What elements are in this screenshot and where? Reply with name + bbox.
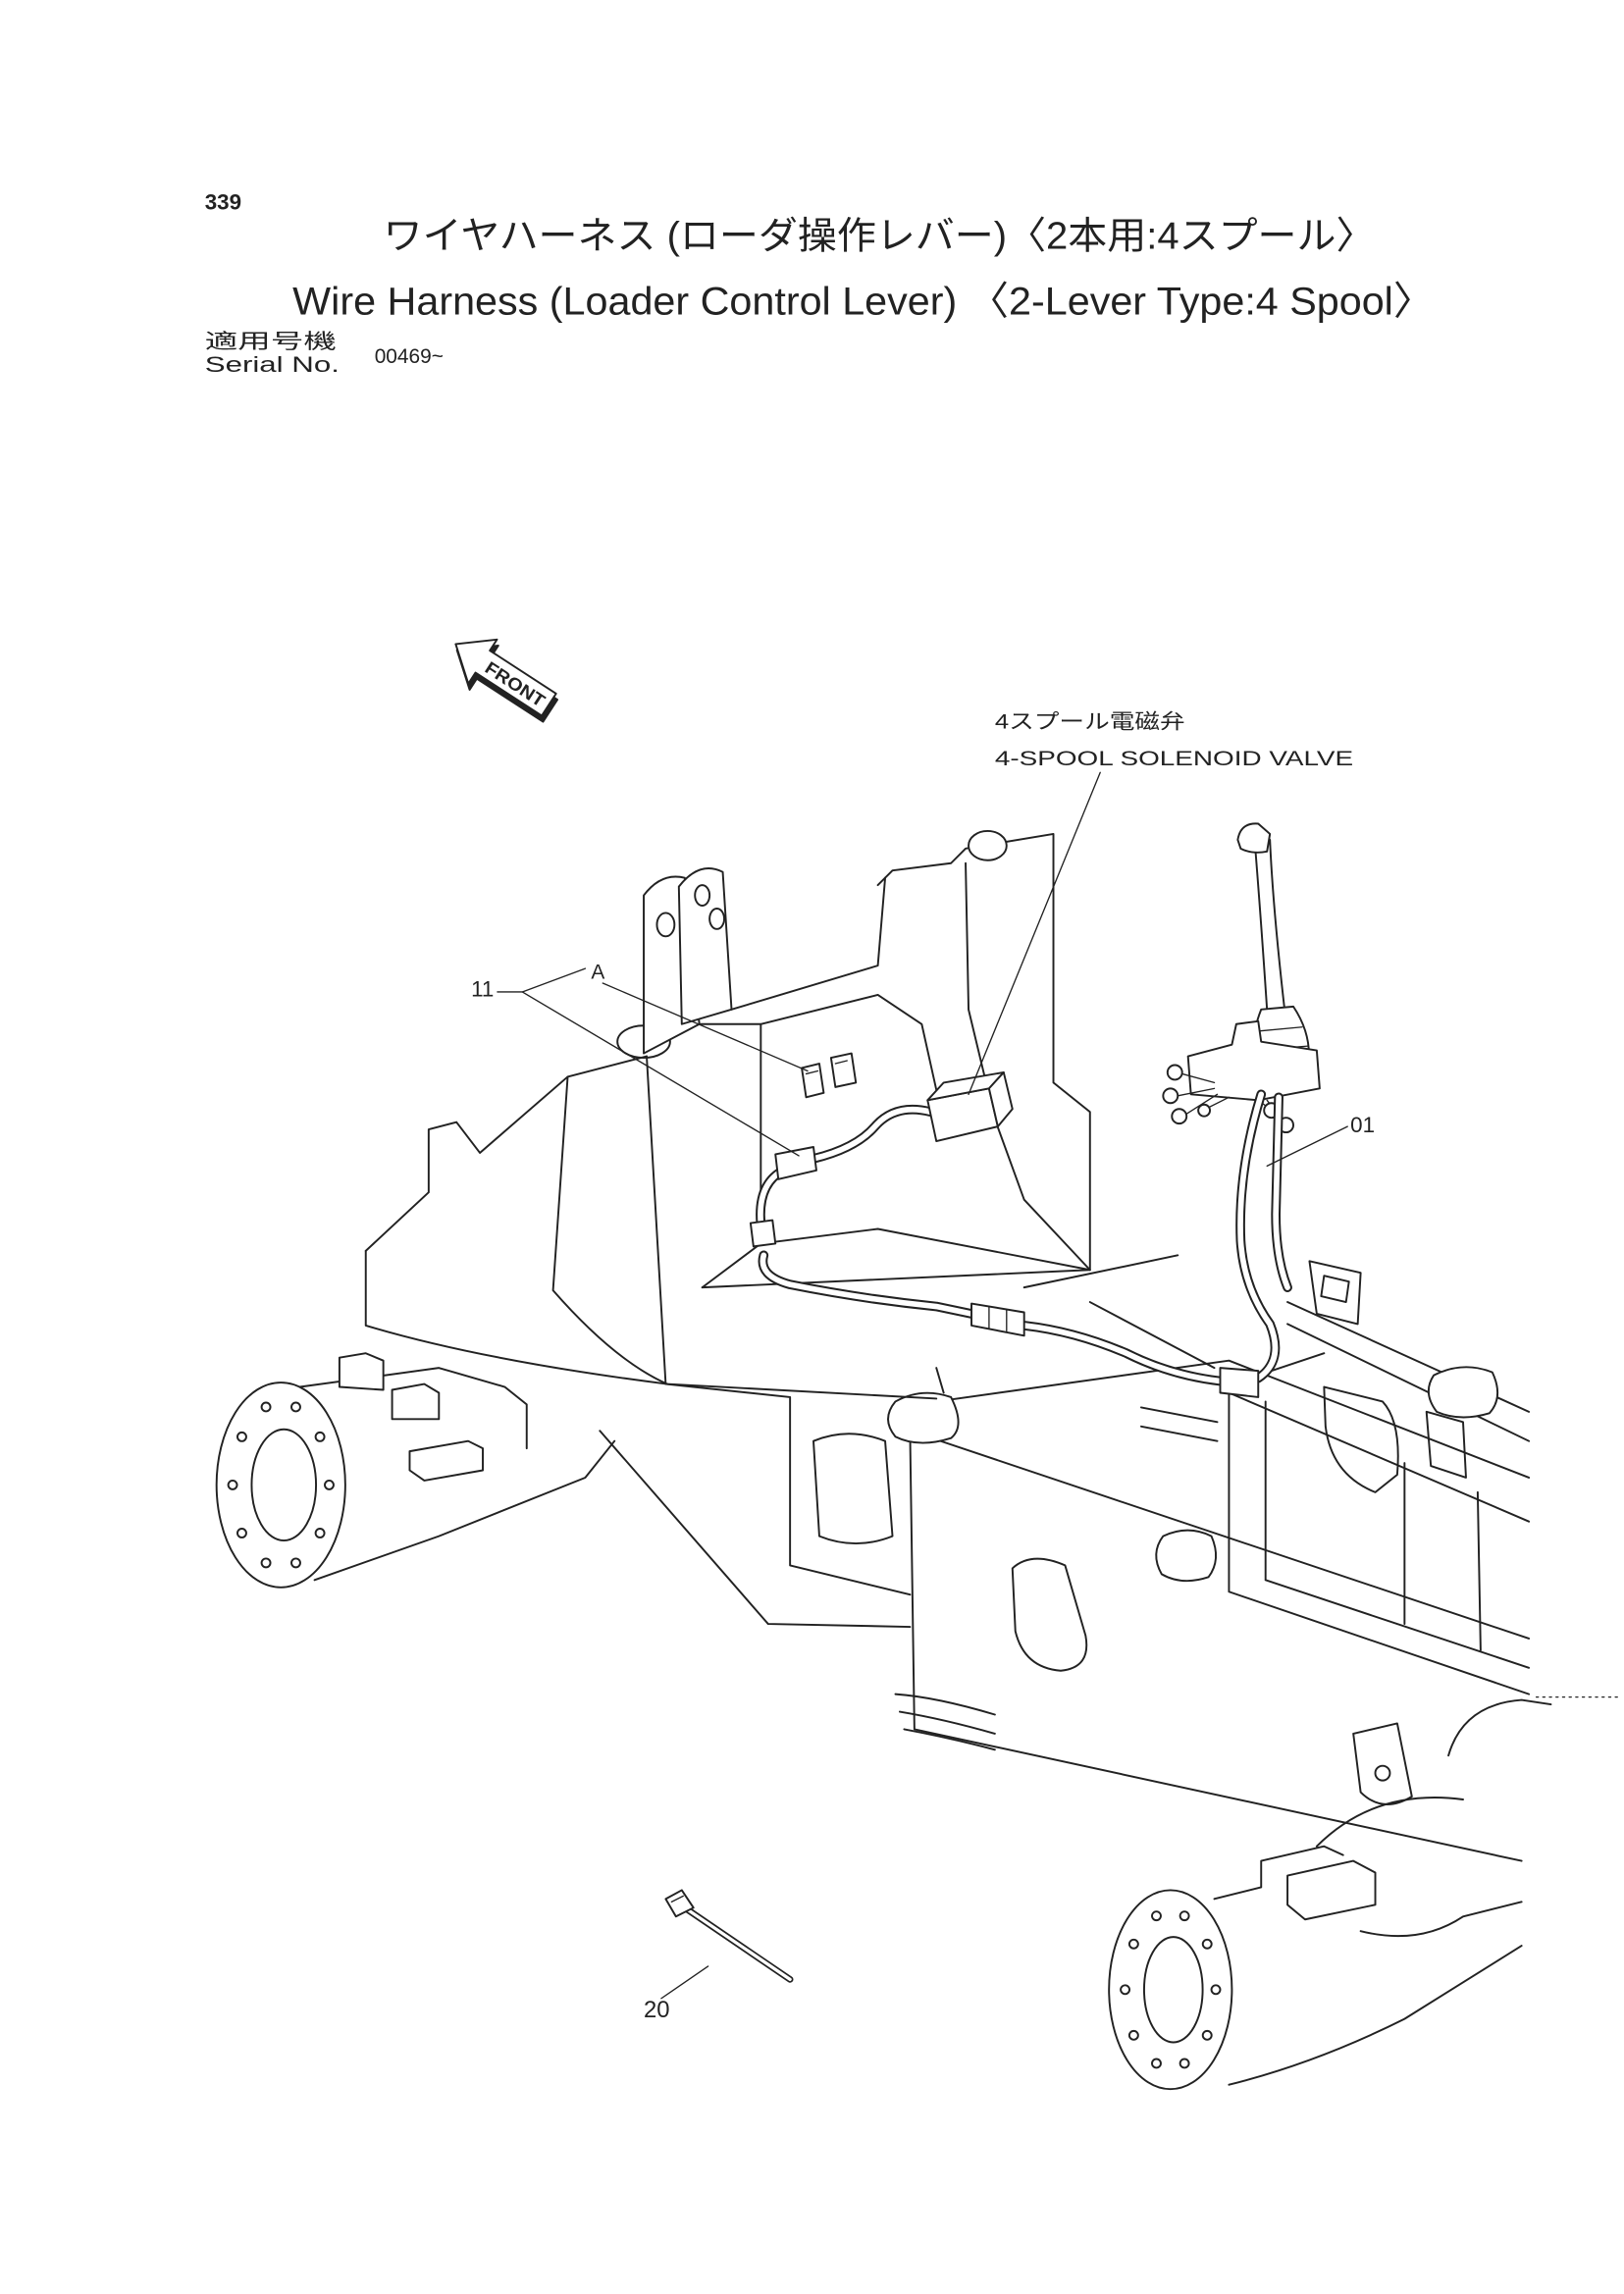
harness-clip <box>935 1367 945 1394</box>
ring-terminal <box>1197 1103 1212 1118</box>
front-frame-front-face <box>551 1055 668 1385</box>
lever-bracket-connector <box>1320 1275 1350 1304</box>
lever-shaft <box>1242 826 1286 1011</box>
rear-frame-rail-hole <box>1323 1385 1399 1493</box>
rear-axle <box>1108 1698 1552 2091</box>
callout-11: 11 <box>471 976 494 1001</box>
leader-20 <box>660 1965 709 2000</box>
harness-connector-3 <box>774 1146 817 1180</box>
rear-frame-side-hole <box>1011 1557 1088 1672</box>
boom-mount-boss <box>968 829 1008 861</box>
stopper-pad-right <box>1427 1366 1498 1419</box>
callout-20: 20 <box>644 1997 670 2023</box>
rear-axle-housing <box>1213 1698 1552 2086</box>
lever-knob <box>1236 822 1272 854</box>
stopper-pad-left <box>887 1391 960 1444</box>
boom-pin-hole-inner-1 <box>694 884 711 907</box>
front-axle-hub <box>250 1428 318 1542</box>
callout-solenoid-valve-ja: 4スプール電磁弁 <box>995 711 1185 734</box>
connector-a-1 <box>801 1063 825 1099</box>
harness-connector-2 <box>1219 1367 1260 1398</box>
connector-a-2 <box>829 1052 858 1088</box>
front-frame <box>364 829 1091 1400</box>
front-axle-block-2 <box>391 1382 441 1421</box>
rear-axle-block <box>1286 1859 1377 1921</box>
rear-frame-small-hole <box>1425 1410 1467 1479</box>
front-frame-lower-outline <box>599 1430 912 1629</box>
title-ja: ワイヤハーネス (ローダ操作レバー)〈2本用:4スプール〉 <box>384 216 1376 258</box>
rear-frame-upper-rails <box>1257 1301 1531 1651</box>
solenoid-valve-side <box>987 1070 1014 1128</box>
front-frame-top-edge <box>364 1055 648 1252</box>
lever-base-plate <box>1186 1019 1321 1102</box>
boom-mount-plate-right-edge <box>965 861 1091 1272</box>
rear-axle-hub <box>1142 1936 1204 2044</box>
rear-axle-flange <box>1108 1889 1233 2091</box>
harness-connector-1-ribs <box>988 1305 1008 1332</box>
harness-lever-outline <box>1240 1094 1275 1378</box>
front-arrow-icon: FRONT <box>454 638 559 723</box>
cable-tie-head <box>664 1889 695 1918</box>
lever-bracket <box>1308 1260 1362 1326</box>
title-en: Wire Harness (Loader Control Lever) 〈2-L… <box>292 280 1434 324</box>
rear-frame-side-plate <box>909 1430 1531 1862</box>
front-axle-block-1 <box>338 1352 385 1391</box>
boom-pin-hole-left <box>655 912 676 938</box>
callout-01: 01 <box>1350 1113 1375 1137</box>
rear-axle-hanger-hole <box>1374 1764 1391 1782</box>
page-number: 339 <box>205 189 241 214</box>
leader-lines <box>497 771 1348 2000</box>
connector-a-tabs <box>805 1060 848 1075</box>
leader-a <box>602 982 809 1072</box>
wire-harness <box>749 1052 1287 1398</box>
front-axle-bolt-holes <box>227 1401 335 1569</box>
cable-tie-head-slot <box>670 1895 684 1903</box>
center-box <box>664 1382 912 1596</box>
front-axle-housing-bottom <box>313 1439 616 1582</box>
serial-label-en: Serial No. <box>205 352 340 377</box>
rear-axle-bolt-holes <box>1120 1910 1222 2069</box>
leader-11-a <box>521 967 587 993</box>
front-frame-floor <box>701 1227 1091 1289</box>
solenoid-valve <box>926 1070 1014 1143</box>
stopper-pad-middle <box>1155 1529 1217 1583</box>
front-axle <box>215 1352 616 1589</box>
front-arrow-body <box>454 638 557 717</box>
rear-frame-ridges <box>894 1693 996 1751</box>
boom-mount-plate-right <box>876 832 1091 1272</box>
serial-number: 00469~ <box>375 345 444 368</box>
front-axle-housing-top <box>298 1367 528 1450</box>
rear-frame-rail <box>1228 1391 1531 1695</box>
serial-label-ja: 適用号機 <box>205 331 337 353</box>
front-axle-flange <box>215 1382 346 1589</box>
boom-pin-hole-inner-2 <box>708 907 726 930</box>
harness-main <box>762 1255 971 1314</box>
rear-axle-hanger <box>1352 1722 1413 1805</box>
loader-control-lever <box>1162 822 1362 1326</box>
cable-tie-strap <box>683 1905 792 1982</box>
ring-terminal <box>1162 1087 1179 1105</box>
front-frame-bottom-edge <box>364 1249 938 1400</box>
boom-mount-plate-inner <box>677 867 733 1025</box>
callout-a: A <box>591 962 604 984</box>
ring-terminal <box>1171 1108 1188 1125</box>
front-axle-block-3 <box>408 1439 484 1482</box>
harness-connector-4 <box>749 1219 777 1248</box>
leader-01 <box>1266 1125 1348 1168</box>
callout-solenoid-valve-en: 4-SPOOL SOLENOID VALVE <box>995 748 1353 770</box>
cable-tie <box>664 1889 792 1982</box>
harness-connector-1 <box>970 1302 1025 1337</box>
leader-solenoid-valve <box>968 771 1101 1095</box>
ring-terminal <box>1166 1064 1183 1081</box>
center-hinge-lines <box>1022 1254 1219 1442</box>
rear-frame <box>599 1254 1622 1862</box>
